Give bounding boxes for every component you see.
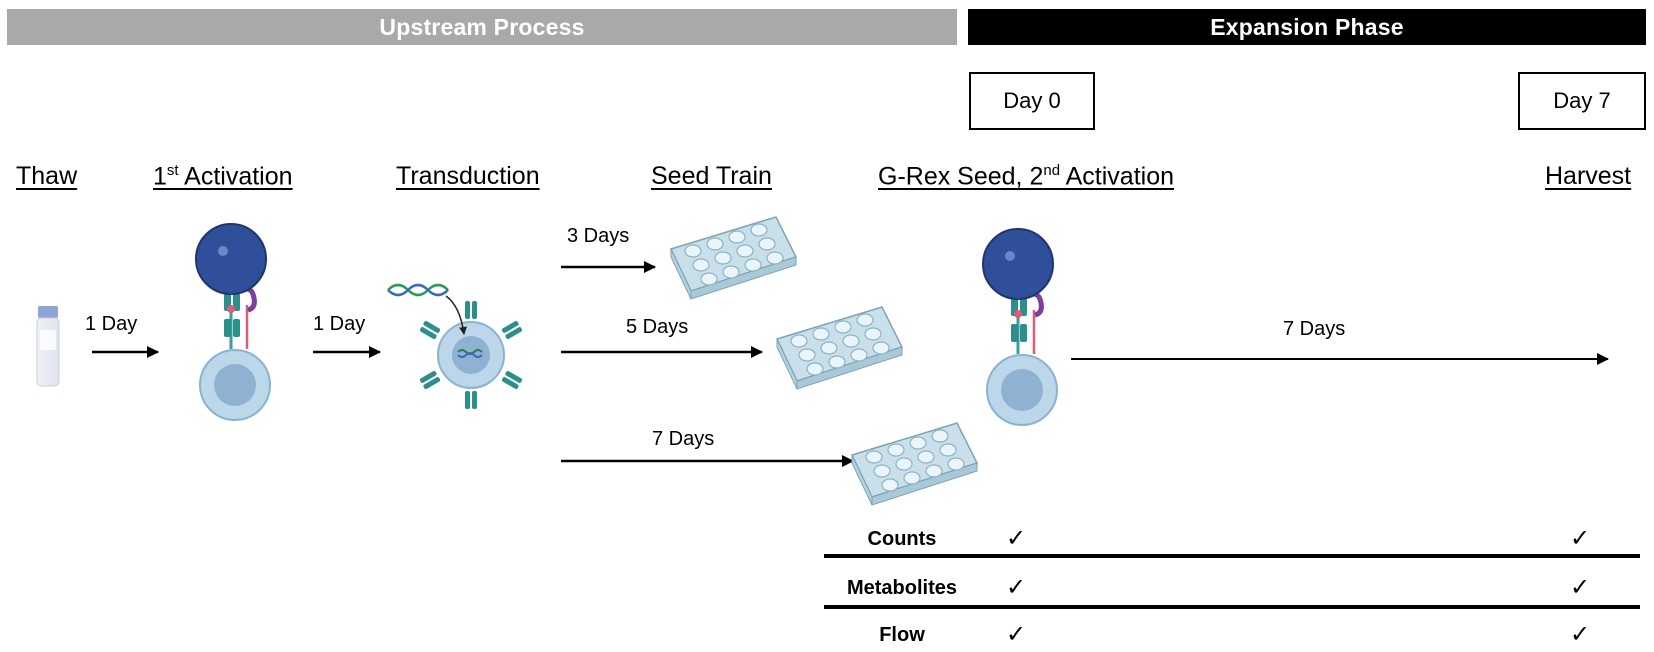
duration-seed-5-days: 5 Days — [626, 316, 689, 338]
step-thaw: Thaw — [16, 162, 78, 190]
counts-day7-check: ✓ — [1570, 525, 1591, 552]
dna-icon — [387, 283, 467, 335]
flow-day7-check: ✓ — [1570, 621, 1591, 648]
assay-label-counts: Counts — [867, 528, 937, 550]
activated-t-cell-icon — [196, 224, 270, 420]
first-activation-text: Activation — [178, 162, 293, 191]
first-activation-number: 1 — [153, 162, 167, 191]
metabolites-day0-check: ✓ — [1006, 574, 1027, 601]
metabolites-day7-check: ✓ — [1570, 574, 1591, 601]
duration-activation-to-transduction: 1 Day — [313, 313, 366, 335]
grex-activation-text: Activation — [1060, 162, 1174, 191]
well-plate-5-days-icon — [776, 306, 903, 390]
second-activation-t-cell-icon — [983, 229, 1057, 425]
well-plate-3-days-icon — [670, 216, 797, 300]
duration-expansion-7-days: 7 Days — [1283, 318, 1346, 340]
first-activation-suffix: st — [166, 162, 179, 179]
expansion-phase-banner: Expansion Phase — [968, 9, 1646, 45]
well-plate-7-days-icon — [851, 422, 978, 506]
step-transduction: Transduction — [396, 162, 540, 190]
step-seed-train: Seed Train — [651, 162, 772, 190]
grex-seed-suffix: nd — [1043, 162, 1061, 179]
assay-label-metabolites: Metabolites — [846, 577, 958, 599]
grex-seed-text: G-Rex Seed, 2 — [878, 162, 1044, 191]
step-harvest: Harvest — [1545, 162, 1632, 190]
step-grex-seed-second-activation: G-Rex Seed, 2nd Activation — [878, 162, 1174, 191]
transduced-cell-icon — [419, 301, 523, 409]
day-7-box: Day 7 — [1518, 72, 1646, 130]
flow-day0-check: ✓ — [1006, 621, 1027, 648]
day-0-box: Day 0 — [969, 72, 1095, 130]
assay-label-flow: Flow — [879, 624, 925, 646]
counts-day0-check: ✓ — [1006, 525, 1027, 552]
duration-thaw-to-activation: 1 Day — [85, 313, 138, 335]
duration-seed-7-days: 7 Days — [652, 428, 715, 450]
upstream-process-banner: Upstream Process — [7, 9, 957, 45]
cryovial-icon — [36, 306, 60, 387]
duration-seed-3-days: 3 Days — [567, 225, 630, 247]
step-first-activation: 1st Activation — [153, 162, 293, 191]
